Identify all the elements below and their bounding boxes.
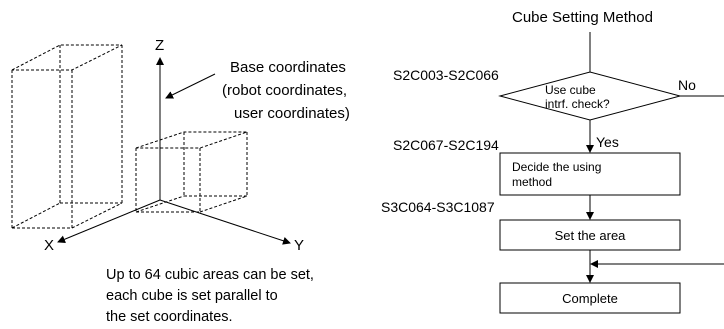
base-coordinates-line-2: (robot coordinates, bbox=[222, 82, 347, 99]
caption-line-1: Up to 64 cubic areas can be set, bbox=[106, 267, 314, 283]
complete-box bbox=[499, 282, 681, 314]
yes-label: Yes bbox=[596, 134, 619, 150]
set-area-box bbox=[499, 219, 681, 251]
z-label: Z bbox=[155, 37, 164, 54]
code-3: S3C064-S3C1087 bbox=[381, 199, 495, 215]
caption-line-2: each cube is set parallel to bbox=[106, 288, 278, 304]
base-coordinates-line-3: user coordinates) bbox=[234, 105, 350, 122]
x-axis bbox=[57, 199, 161, 244]
decide-method-box bbox=[499, 152, 681, 196]
base-coordinates-line-1: Base coordinates bbox=[230, 59, 346, 76]
decision-line-1: Use cube bbox=[545, 83, 596, 97]
code-1: S2C003-S2C066 bbox=[393, 67, 499, 83]
x-label: X bbox=[44, 237, 54, 254]
y-axis bbox=[159, 199, 291, 245]
decide-method-line-2: method bbox=[512, 175, 552, 189]
tall-cube bbox=[11, 44, 123, 229]
flow-title: Cube Setting Method bbox=[512, 9, 653, 26]
no-label: No bbox=[678, 77, 696, 93]
small-cube bbox=[135, 131, 248, 213]
complete-label: Complete bbox=[562, 291, 618, 306]
y-label: Y bbox=[294, 237, 304, 254]
code-2: S2C067-S2C194 bbox=[393, 137, 499, 153]
base-pointer bbox=[165, 73, 216, 99]
flowchart: Cube Setting Method Use cube intrf. chec… bbox=[381, 9, 724, 314]
caption-line-3: the set coordinates. bbox=[106, 309, 233, 325]
cube-diagram: Z X Y Base coordinates (robot coordinate… bbox=[11, 37, 350, 325]
decision-line-2: intrf. check? bbox=[545, 97, 610, 111]
decide-method-line-1: Decide the using bbox=[512, 160, 601, 174]
set-area-label: Set the area bbox=[555, 228, 627, 243]
